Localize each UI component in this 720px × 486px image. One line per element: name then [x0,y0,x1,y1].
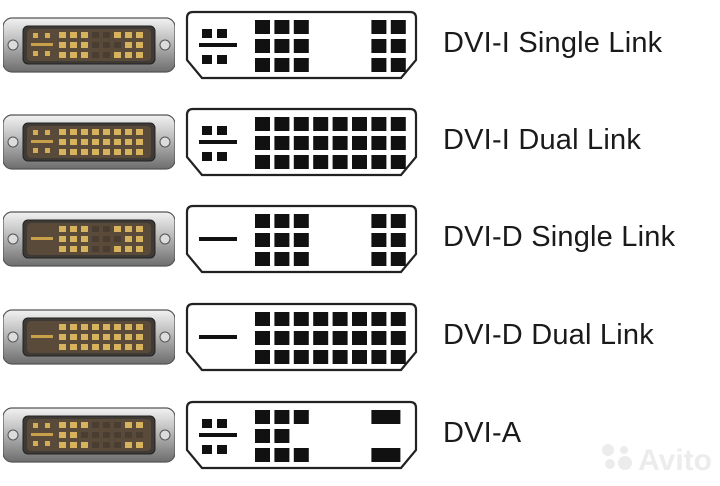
dvi-plug-icon [3,404,175,466]
watermark: Avito [600,441,712,481]
connector-row: DVI-D Single Link [0,194,720,290]
connector-label: DVI-A [443,417,522,449]
pinout-diagram [185,400,418,470]
pinout-diagram [185,204,418,274]
connector-row: DVI-I Dual Link [0,97,720,193]
watermark-text: Avito [638,444,712,477]
connector-label: DVI-I Single Link [443,27,663,59]
pinout-diagram [185,302,418,372]
connector-row: DVI-A [0,390,720,486]
dvi-plug-icon [3,208,175,270]
dvi-plug-icon [3,14,175,76]
dvi-plug-icon [3,111,175,173]
connector-label: DVI-D Dual Link [443,319,654,351]
pinout-diagram [185,10,418,80]
connector-label: DVI-I Dual Link [443,124,642,156]
avito-logo-icon [600,442,634,483]
pinout-diagram [185,107,418,177]
connector-label: DVI-D Single Link [443,221,676,253]
connector-row: DVI-I Single Link [0,0,720,96]
connector-row: DVI-D Dual Link [0,292,720,388]
dvi-plug-icon [3,306,175,368]
